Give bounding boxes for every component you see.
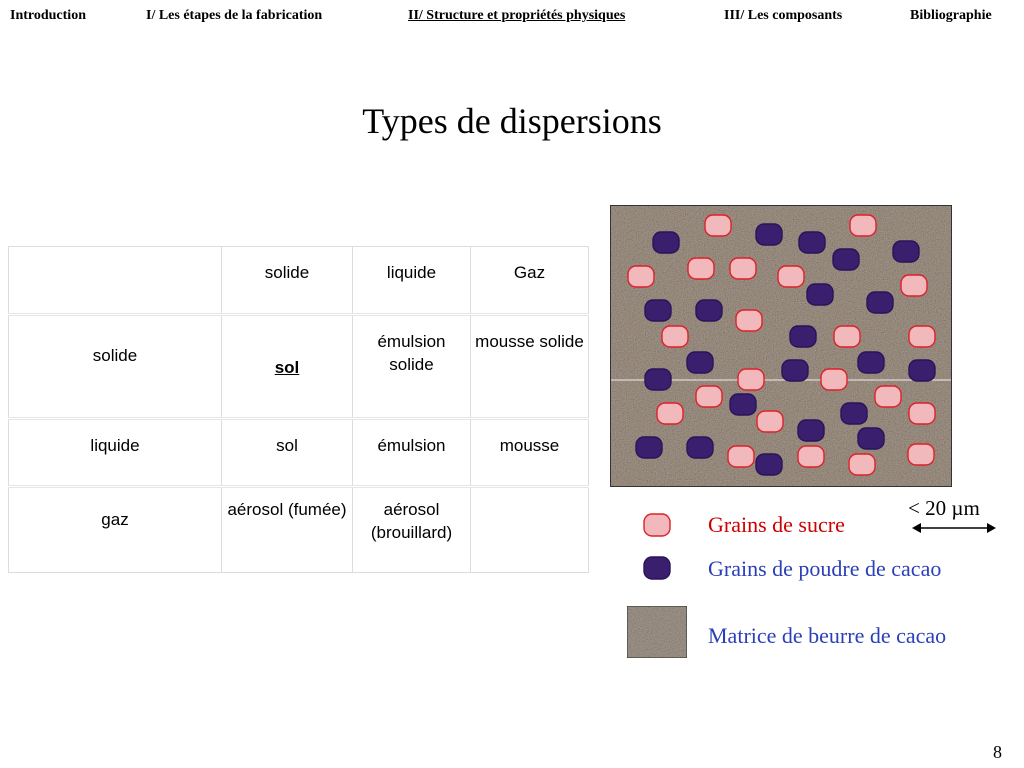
cell-gaz-gaz [470,485,589,573]
legend-matrix-label: Matrice de beurre de cacao [708,623,947,648]
nav-etapes-fabrication[interactable]: I/ Les étapes de la fabrication [146,8,323,23]
table-row: solide sol émulsion solide mousse solide [8,313,589,419]
column-header-solide: solide [221,246,353,315]
sugar-grain [907,443,935,466]
nav-bibliographie[interactable]: Bibliographie [910,8,992,23]
cocoa-grains [635,223,936,476]
cocoa-grain [686,351,714,374]
cocoa-grain [798,231,826,254]
cocoa-grain [635,436,663,459]
nav-structure-proprietes[interactable]: II/ Structure et propriétés physiques [408,8,626,23]
cell-gaz-solide: aérosol (fumée) [221,485,353,573]
sugar-grain [900,274,928,297]
matrix-legend-icon [626,605,688,659]
sugar-grain [874,385,902,408]
scale-arrow [912,523,996,533]
sugar-grain [735,309,763,332]
cell-liquide-solide: sol [221,417,353,487]
sugar-grain [661,325,689,348]
sugar-grain [627,265,655,288]
row-header-liquide: liquide [8,417,222,487]
cocoa-grain [755,223,783,246]
sugar-grain [849,214,877,237]
sugar-legend-icon [643,513,671,537]
cocoa-grain [866,291,894,314]
cocoa-grain [806,283,834,306]
cocoa-grain [857,351,885,374]
sugar-grain [908,325,936,348]
sugar-grain [695,385,723,408]
sugar-grain [687,257,715,280]
chocolate-micrograph [610,205,952,487]
cocoa-grain [729,393,757,416]
row-header-gaz: gaz [8,485,222,573]
sugar-grains [627,214,936,476]
cell-solide-liquide: émulsion solide [352,313,471,419]
cocoa-grain [892,240,920,263]
cocoa-grain [644,299,672,322]
cell-solide-gaz: mousse solide [470,313,589,419]
top-navigation: Introduction I/ Les étapes de la fabrica… [0,6,1024,28]
sugar-grain [727,445,755,468]
cocoa-grain [797,419,825,442]
cocoa-grain [832,248,860,271]
cocoa-grain [686,436,714,459]
sugar-grain [833,325,861,348]
cocoa-grain [908,359,936,382]
page-number: 8 [993,742,1002,762]
table-row: liquide sol émulsion mousse [8,417,589,487]
legend-cocoa-label: Grains de poudre de cacao [708,556,942,581]
sugar-grain [820,368,848,391]
cocoa-grain [644,368,672,391]
table-corner-cell [8,246,222,315]
sugar-grain [737,368,765,391]
cell-liquide-liquide: émulsion [352,417,471,487]
cocoa-grain [781,359,809,382]
cocoa-grain [652,231,680,254]
nav-composants[interactable]: III/ Les composants [724,8,843,23]
cocoa-grain [857,427,885,450]
row-header-solide: solide [8,313,222,419]
cocoa-legend-icon [643,556,671,580]
dispersion-table: solide liquide Gaz solide sol émulsion s… [8,246,589,573]
cocoa-grain [789,325,817,348]
sugar-grain [656,402,684,425]
sugar-grain [848,453,876,476]
sugar-grain [777,265,805,288]
sugar-grain [756,410,784,433]
sugar-grain [729,257,757,280]
table-header-row: solide liquide Gaz [8,246,589,315]
column-header-gaz: Gaz [470,246,589,315]
cocoa-grain [755,453,783,476]
cocoa-grain [840,402,868,425]
sugar-grain [797,445,825,468]
table-row: gaz aérosol (fumée) aérosol (brouillard) [8,485,589,573]
cocoa-grain [695,299,723,322]
cell-solide-solide: sol [221,313,353,419]
cell-gaz-liquide: aérosol (brouillard) [352,485,471,573]
sugar-grain [908,402,936,425]
sugar-grain [704,214,732,237]
slide-title: Types de dispersions [362,101,662,141]
column-header-liquide: liquide [352,246,471,315]
scale-label: < 20 µm [908,496,980,520]
nav-introduction[interactable]: Introduction [10,8,86,23]
legend-sugar-label: Grains de sucre [708,512,845,537]
cell-liquide-gaz: mousse [470,417,589,487]
